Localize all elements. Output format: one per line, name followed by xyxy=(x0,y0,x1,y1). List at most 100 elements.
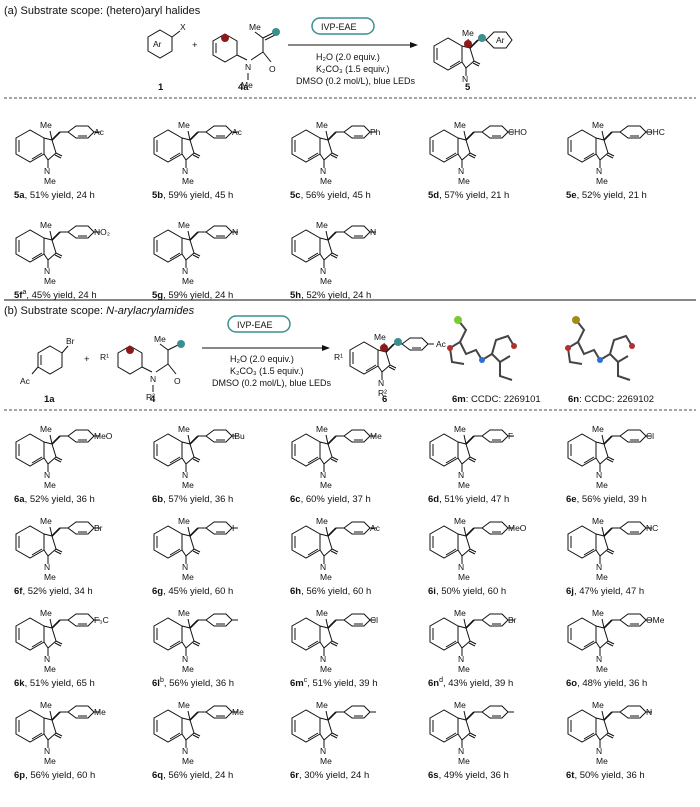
substituent-5a: Ac xyxy=(94,127,105,137)
svg-text:Me: Me xyxy=(44,480,56,490)
svg-text:N: N xyxy=(182,562,188,572)
svg-text:Me: Me xyxy=(454,516,466,526)
svg-text:Me: Me xyxy=(458,756,470,766)
substituent-6n: Br xyxy=(508,615,517,625)
crystal-structure-6n xyxy=(565,316,635,381)
svg-text:Ac: Ac xyxy=(436,339,447,349)
svg-text:Me: Me xyxy=(44,664,56,674)
svg-text:N: N xyxy=(150,374,156,384)
svg-text:Me: Me xyxy=(320,756,332,766)
svg-text:Me: Me xyxy=(316,120,328,130)
yield-label-5h: 5h, 52% yield, 24 h xyxy=(290,290,371,301)
svg-text:N: N xyxy=(320,562,326,572)
substituent-5d: CHO xyxy=(508,127,527,137)
bromine-atom xyxy=(572,316,580,324)
section-a-title: (a) Substrate scope: (hetero)aryl halide… xyxy=(4,5,201,17)
svg-text:Me: Me xyxy=(462,28,474,38)
svg-text:N: N xyxy=(44,266,50,276)
svg-text:N: N xyxy=(245,62,251,72)
svg-text:Me: Me xyxy=(44,756,56,766)
svg-text:N: N xyxy=(458,562,464,572)
yield-label-6e: 6e, 56% yield, 39 h xyxy=(566,494,647,505)
svg-text:Me: Me xyxy=(316,516,328,526)
svg-text:Ar: Ar xyxy=(496,35,505,45)
svg-text:DMSO (0.2 mol/L), blue LEDs: DMSO (0.2 mol/L), blue LEDs xyxy=(212,378,332,388)
yield-label-6g: 6g, 45% yield, 60 h xyxy=(152,586,233,597)
svg-text:Me: Me xyxy=(596,480,608,490)
svg-text:Me: Me xyxy=(316,700,328,710)
substituent-6h: Ac xyxy=(370,523,381,533)
svg-text:Me: Me xyxy=(596,756,608,766)
svg-text:Me: Me xyxy=(44,276,56,286)
svg-text:N: N xyxy=(378,378,384,388)
svg-text:N: N xyxy=(596,470,602,480)
yield-label-6m: 6mc, 51% yield, 39 h xyxy=(290,677,377,689)
substituent-6a: MeO xyxy=(94,431,113,441)
yield-label-5f: 5fa, 45% yield, 24 h xyxy=(14,289,97,301)
svg-text:Me: Me xyxy=(458,664,470,674)
crystal-structure-6m xyxy=(447,316,517,381)
svg-text:Me: Me xyxy=(249,22,261,32)
label-reagent-1: 1 xyxy=(158,82,164,93)
svg-text:Ar: Ar xyxy=(153,39,162,49)
svg-text:O: O xyxy=(174,376,181,386)
yield-label-5e: 5e, 52% yield, 21 h xyxy=(566,190,647,201)
svg-text:K₂CO₃ (1.5 equiv.): K₂CO₃ (1.5 equiv.) xyxy=(316,64,390,74)
yield-label-6o: 6o, 48% yield, 36 h xyxy=(566,678,647,689)
svg-text:Me: Me xyxy=(40,220,52,230)
svg-text:Ac: Ac xyxy=(20,376,31,386)
svg-text:N: N xyxy=(44,470,50,480)
svg-text:Me: Me xyxy=(182,664,194,674)
reagent-acrylamide: N O Me Me xyxy=(212,22,280,90)
svg-text:Me: Me xyxy=(320,480,332,490)
svg-text:Me: Me xyxy=(596,664,608,674)
svg-text:DMSO (0.2 mol/L), blue LEDs: DMSO (0.2 mol/L), blue LEDs xyxy=(296,76,416,86)
svg-text:Me: Me xyxy=(374,332,386,342)
svg-text:N: N xyxy=(458,746,464,756)
product-6: Ac Me R¹ N R² xyxy=(334,332,447,398)
substituent-6i: MeO xyxy=(508,523,527,533)
svg-text:K₂CO₃ (1.5 equiv.): K₂CO₃ (1.5 equiv.) xyxy=(230,366,304,376)
svg-text:Br: Br xyxy=(66,336,75,346)
yield-label-6h: 6h, 56% yield, 60 h xyxy=(290,586,371,597)
svg-text:Me: Me xyxy=(592,608,604,618)
substituent-5b: Ac xyxy=(232,127,243,137)
svg-text:Me: Me xyxy=(454,120,466,130)
svg-text:H₂O (2.0 equiv.): H₂O (2.0 equiv.) xyxy=(230,354,294,364)
substituent-6j: NC xyxy=(646,523,658,533)
svg-text:Me: Me xyxy=(458,572,470,582)
svg-text:N: N xyxy=(596,654,602,664)
svg-text:Me: Me xyxy=(40,608,52,618)
svg-text:Me: Me xyxy=(241,80,253,90)
svg-text:H₂O (2.0 equiv.): H₂O (2.0 equiv.) xyxy=(316,52,380,62)
svg-text:Me: Me xyxy=(182,756,194,766)
svg-text:N: N xyxy=(182,654,188,664)
svg-text:Me: Me xyxy=(40,424,52,434)
svg-text:N: N xyxy=(596,166,602,176)
svg-text:X: X xyxy=(180,22,186,32)
svg-text:N: N xyxy=(458,470,464,480)
svg-text:N: N xyxy=(320,654,326,664)
yield-label-6s: 6s, 49% yield, 36 h xyxy=(428,770,509,781)
svg-text:Me: Me xyxy=(454,608,466,618)
yield-label-6i: 6i, 50% yield, 60 h xyxy=(428,586,506,597)
svg-text:N: N xyxy=(596,562,602,572)
svg-text:N: N xyxy=(44,746,50,756)
substituent-5f: NO₂ xyxy=(94,227,110,237)
yield-label-6d: 6d, 51% yield, 47 h xyxy=(428,494,509,505)
yield-label-5b: 5b, 59% yield, 45 h xyxy=(152,190,233,201)
